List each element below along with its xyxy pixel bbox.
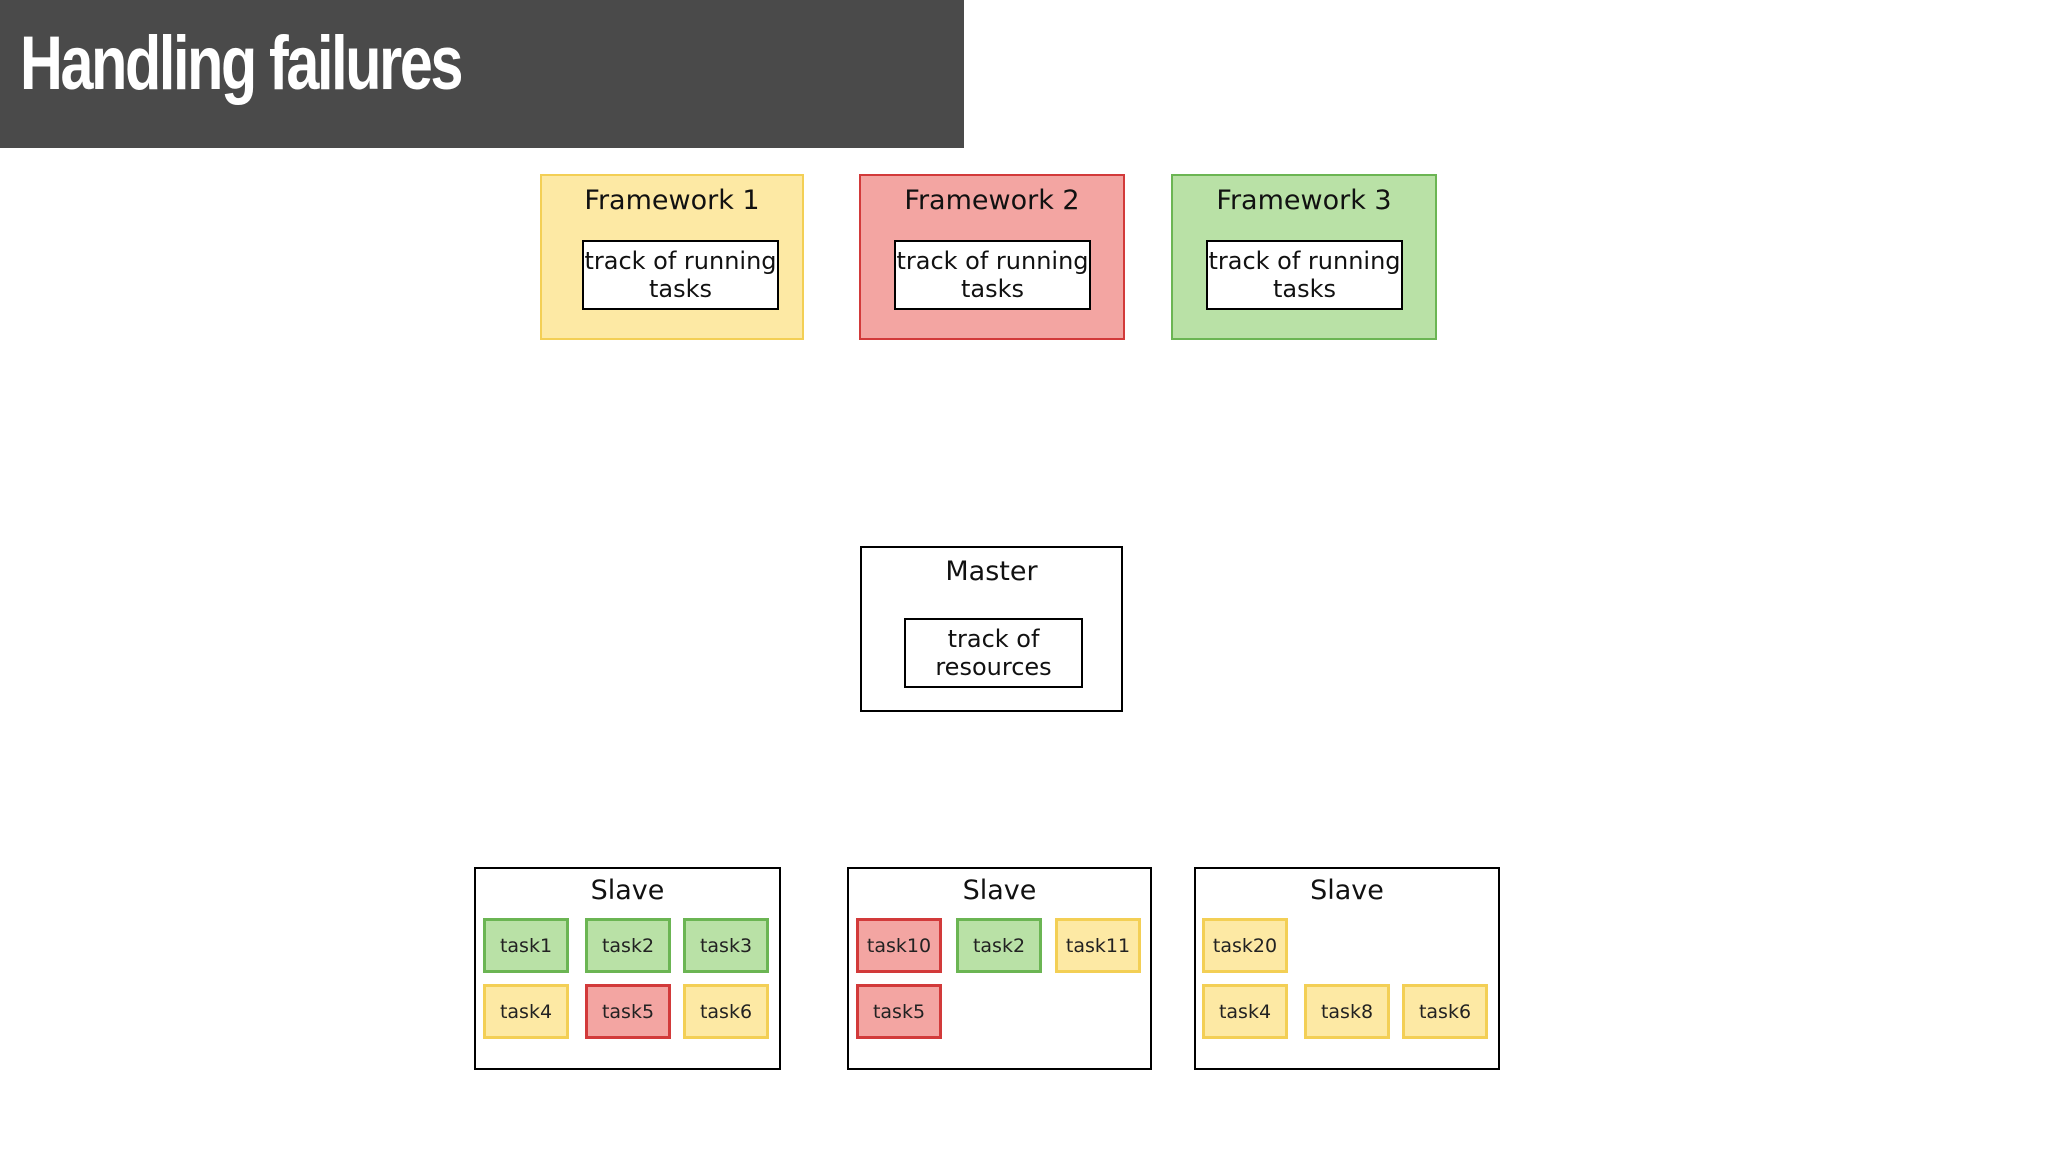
- slide-title: Handling failures: [20, 21, 463, 106]
- task-box: task5: [856, 984, 942, 1039]
- master-inner-box: track of resources: [904, 618, 1083, 688]
- task-box: task1: [483, 918, 569, 973]
- master-inner-line-b: resources: [935, 653, 1052, 681]
- framework-inner-box-3: track of running tasks: [1206, 240, 1403, 310]
- framework-inner-line-3b: tasks: [1272, 275, 1337, 303]
- framework-inner-line-1a: track of running: [584, 247, 777, 275]
- framework-title-3: Framework 3: [1216, 185, 1392, 216]
- framework-title-1: Framework 1: [584, 185, 760, 216]
- master-inner-line-a: track of: [947, 625, 1040, 653]
- framework-inner-line-2a: track of running: [896, 247, 1089, 275]
- task-box: task4: [483, 984, 569, 1039]
- task-box: task4: [1202, 984, 1288, 1039]
- slave-title-1: Slave: [590, 875, 665, 906]
- slave-box-2: Slave task10 task2 task11 task5: [847, 867, 1152, 1070]
- master-box: Master track of resources: [860, 546, 1123, 712]
- slave-title-2: Slave: [962, 875, 1037, 906]
- framework-title-2: Framework 2: [904, 185, 1080, 216]
- framework-box-1: Framework 1 track of running tasks: [540, 174, 804, 340]
- framework-inner-line-2b: tasks: [960, 275, 1025, 303]
- framework-inner-box-2: track of running tasks: [894, 240, 1091, 310]
- task-box: task20: [1202, 918, 1288, 973]
- title-bar: Handling failures: [0, 0, 964, 148]
- task-box: task10: [856, 918, 942, 973]
- task-box: task6: [1402, 984, 1488, 1039]
- task-box: task3: [683, 918, 769, 973]
- framework-inner-line-1b: tasks: [648, 275, 713, 303]
- task-box: task8: [1304, 984, 1390, 1039]
- task-box: task11: [1055, 918, 1141, 973]
- framework-inner-box-1: track of running tasks: [582, 240, 779, 310]
- task-box: task2: [585, 918, 671, 973]
- slave-box-3: Slave task20 task4 task8 task6: [1194, 867, 1500, 1070]
- task-box: task6: [683, 984, 769, 1039]
- master-title: Master: [945, 556, 1038, 587]
- task-box: task5: [585, 984, 671, 1039]
- task-box: task2: [956, 918, 1042, 973]
- framework-box-3: Framework 3 track of running tasks: [1171, 174, 1437, 340]
- framework-box-2: Framework 2 track of running tasks: [859, 174, 1125, 340]
- slave-title-3: Slave: [1310, 875, 1384, 906]
- slave-box-1: Slave task1 task2 task3 task4 task5 task…: [474, 867, 781, 1070]
- framework-inner-line-3a: track of running: [1208, 247, 1401, 275]
